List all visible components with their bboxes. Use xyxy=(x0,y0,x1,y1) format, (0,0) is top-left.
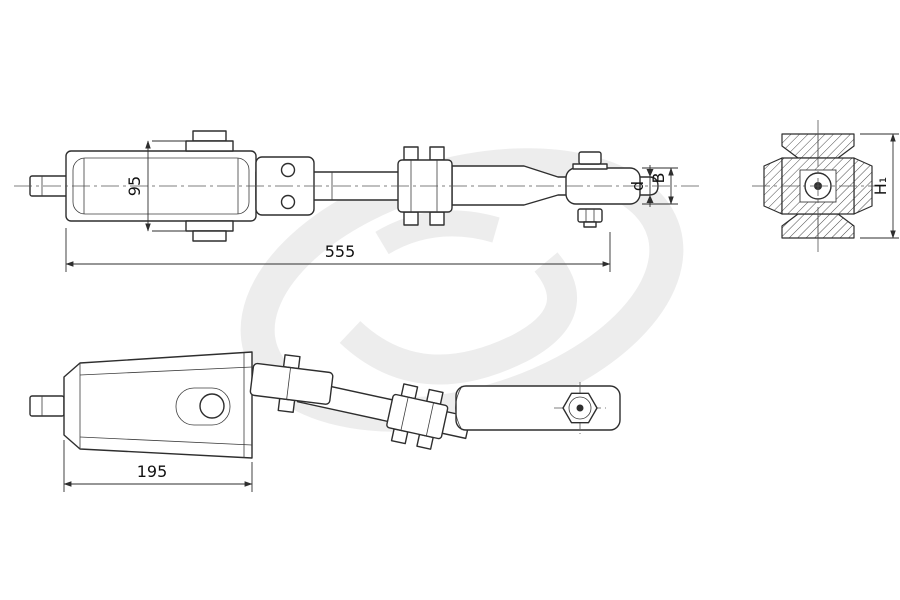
bolt-head xyxy=(578,151,602,165)
slot-pin xyxy=(199,393,225,419)
watermark-swirl-top xyxy=(375,210,500,255)
dim-H1-label: H₁ xyxy=(871,177,890,195)
dim-195-label: 195 xyxy=(137,462,168,481)
dim-95-label: 95 xyxy=(125,176,144,196)
dimension-95: 95 xyxy=(125,140,196,232)
dimension-d: d xyxy=(628,165,654,207)
bar-joint xyxy=(455,385,463,431)
plan-hex-nut xyxy=(554,382,606,434)
plan-view: 195 xyxy=(29,351,621,492)
dim-B-label: B xyxy=(649,173,668,184)
slot xyxy=(175,387,231,426)
dimension-195: 195 xyxy=(63,440,253,492)
dimension-H1: H₁ xyxy=(860,133,899,239)
section-view: H₁ xyxy=(752,120,899,252)
bolt-head-icon xyxy=(280,194,296,210)
dim-555-label: 555 xyxy=(325,242,356,261)
plan-clevis xyxy=(249,354,334,413)
hex-nut xyxy=(577,208,603,223)
dimension-555: 555 xyxy=(65,228,611,272)
dimension-B: B xyxy=(642,167,678,205)
diagonal-arm xyxy=(296,379,472,450)
dim-d-label: d xyxy=(628,181,647,191)
side-view: 95 555 B d xyxy=(14,130,702,272)
washer xyxy=(572,163,608,170)
watermark-swirl xyxy=(339,252,577,385)
bolt-head-icon xyxy=(280,162,296,178)
housing-bracket xyxy=(185,130,234,242)
arm-clamp xyxy=(386,393,449,440)
plan-shaft-stub xyxy=(29,395,65,417)
